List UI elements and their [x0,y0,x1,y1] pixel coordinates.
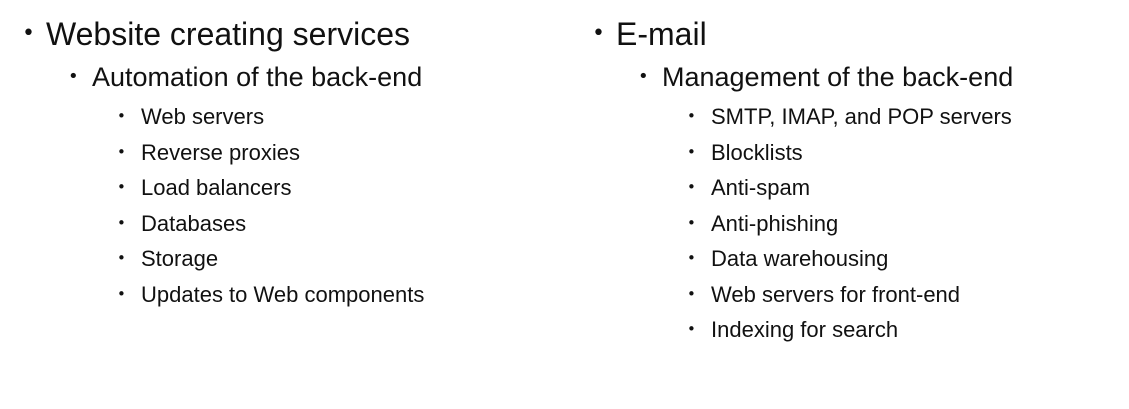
list-item: • Blocklists [687,135,1112,171]
list-item-text: Storage [141,246,219,271]
bullet-icon: • [117,107,126,125]
list-item-text: Indexing for search [711,317,899,342]
list-item-text: Anti-phishing [711,210,839,236]
list-item: • Web servers [117,99,542,135]
list-item: • Web servers for front-end [687,277,1112,313]
bullet-icon: • [638,66,649,87]
bullet-icon: • [687,142,696,161]
right-heading: • E-mail [592,13,1112,55]
list-item-text: Anti-spam [711,175,811,200]
list-item: • Anti-phishing [687,206,1112,242]
bullet-icon: • [687,107,696,125]
list-item: • Storage [117,241,542,277]
bullet-icon: • [592,21,605,46]
list-item: • Indexing for search [687,312,1112,348]
left-item-list: • Web servers • Reverse proxies • Load bala… [117,99,542,312]
bullet-icon: • [687,284,696,303]
list-item: • Data warehousing [687,241,1112,277]
list-item: • Databases [117,206,542,242]
list-item: • Reverse proxies [117,135,542,171]
list-item-text: Databases [141,210,247,236]
bullet-icon: • [687,213,696,232]
right-item-list: • SMTP, IMAP, and POP servers • Blocklists… [687,99,1112,348]
left-column: • Website creating services • Automation… [22,13,542,312]
list-item: • Load balancers [117,170,542,206]
list-item-text: Blocklists [711,139,803,165]
list-item-text: Load balancers [141,175,292,200]
right-subheading: • Management of the back-end [638,59,1112,95]
bullet-icon: • [687,249,696,267]
left-subheading: • Automation of the back-end [68,59,542,95]
bullet-icon: • [117,284,126,303]
list-item-text: Web servers [141,104,265,129]
bullet-icon: • [117,178,126,196]
list-item: • SMTP, IMAP, and POP servers [687,99,1112,135]
bullet-icon: • [68,66,79,87]
right-subheading-text: Management of the back-end [662,62,1014,92]
list-item-text: Reverse proxies [141,139,300,165]
bullet-icon: • [687,320,696,338]
list-item-text: Updates to Web components [141,281,425,307]
bullet-icon: • [117,249,126,267]
list-item-text: SMTP, IMAP, and POP servers [711,104,1012,129]
right-heading-text: E-mail [616,16,707,52]
list-item: • Updates to Web components [117,277,542,313]
list-item: • Anti-spam [687,170,1112,206]
right-column: • E-mail • Management of the back-end • S… [592,13,1112,348]
left-subheading-text: Automation of the back-end [92,62,423,92]
bullet-icon: • [117,213,126,232]
bullet-icon: • [117,142,126,161]
list-item-text: Web servers for front-end [711,281,961,307]
left-heading-text: Website creating services [46,16,410,52]
left-heading: • Website creating services [22,13,542,55]
bullet-icon: • [687,178,696,196]
bullet-icon: • [22,21,35,46]
list-item-text: Data warehousing [711,246,889,271]
